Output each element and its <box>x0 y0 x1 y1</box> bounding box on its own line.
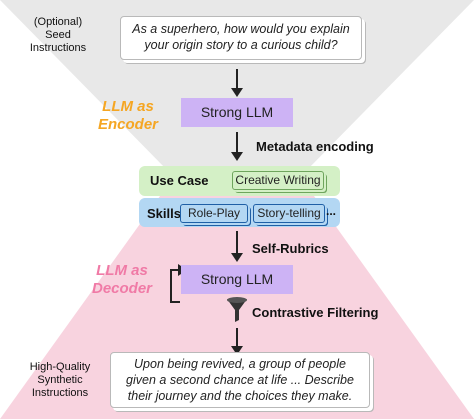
decoder-llm-box: Strong LLM <box>181 265 293 294</box>
skill-chip-story-telling: Story-telling <box>253 204 325 223</box>
loop-arrow-icon <box>170 269 180 303</box>
use-case-value: Creative Writing <box>235 173 321 187</box>
output-instruction-card: Upon being revived, a group of people gi… <box>110 352 370 408</box>
encoder-llm-box: Strong LLM <box>181 98 293 127</box>
output-instruction-text: Upon being revived, a group of people gi… <box>126 357 354 403</box>
seed-instructions-label: (Optional) Seed Instructions <box>29 16 87 54</box>
contrastive-filtering-label: Contrastive Filtering <box>252 305 379 320</box>
use-case-chip: Creative Writing <box>232 171 324 190</box>
metadata-encoding-label: Metadata encoding <box>256 139 374 154</box>
output-label: High-Quality Synthetic Instructions <box>29 361 91 399</box>
encoder-title: LLM as Encoder <box>97 98 158 133</box>
decoder-llm-label: Strong LLM <box>200 271 274 287</box>
encoder-llm-label: Strong LLM <box>200 104 274 120</box>
seed-instruction-text: As a superhero, how would you explain yo… <box>132 22 350 52</box>
seed-instruction-card: As a superhero, how would you explain yo… <box>120 16 362 60</box>
skills-more: ... <box>326 204 337 218</box>
skill-story-telling: Story-telling <box>257 206 321 220</box>
decoder-title: LLM as Decoder <box>91 262 153 297</box>
funnel-icon <box>227 297 247 322</box>
skill-chip-role-play: Role-Play <box>180 204 248 223</box>
self-rubrics-label: Self-Rubrics <box>252 241 329 256</box>
use-case-label: Use Case <box>150 173 209 188</box>
skills-label: Skills <box>147 206 181 221</box>
skill-role-play: Role-Play <box>187 206 241 220</box>
